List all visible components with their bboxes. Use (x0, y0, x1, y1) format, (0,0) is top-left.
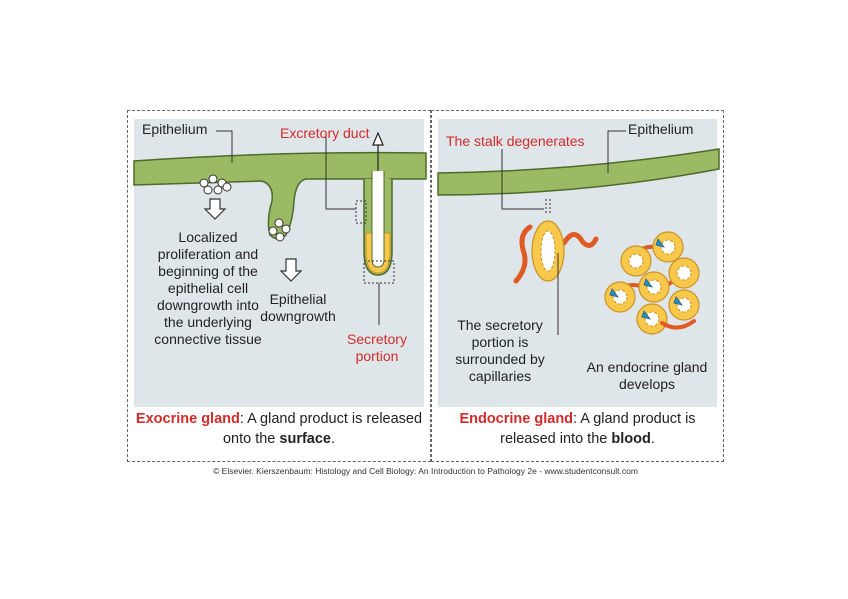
endocrine-develops-label: An endocrine gland develops (586, 359, 708, 392)
down-arrow-2 (279, 258, 303, 282)
proliferating-cells (199, 174, 291, 242)
exocrine-diagram (133, 130, 427, 325)
down-arrow-1 (203, 198, 227, 220)
endocrine-caption: Endocrine gland: A gland product is rele… (438, 407, 717, 457)
capillaries-label: The secretory portion is surrounded by c… (455, 317, 545, 384)
capillary (513, 224, 533, 284)
epithelium-band (133, 151, 427, 240)
secretory-portion-label: Secretory portion (347, 331, 407, 364)
exocrine-panel: Epithelium Excretory duct Localized prol… (127, 110, 431, 462)
credit-line: © Elsevier. Kierszenbaum: Histology and … (213, 466, 638, 476)
proliferation-label: Localized proliferation and beginning of… (154, 229, 262, 347)
endocrine-cell-cluster (604, 231, 700, 335)
exocrine-caption: Exocrine gland: A gland product is relea… (134, 407, 424, 457)
epithelium-label: Epithelium (628, 121, 694, 137)
excretory-duct-label: Excretory duct (280, 125, 370, 141)
epithelium-label: Epithelium (142, 121, 208, 137)
endocrine-diagram (437, 130, 720, 335)
capillary (561, 232, 599, 248)
downgrowth-label: Epithelial downgrowth (260, 291, 336, 324)
endocrine-panel: The stalk degenerates Epithelium The sec… (431, 110, 724, 462)
stalk-label: The stalk degenerates (446, 133, 585, 149)
epithelium-band (437, 148, 720, 196)
